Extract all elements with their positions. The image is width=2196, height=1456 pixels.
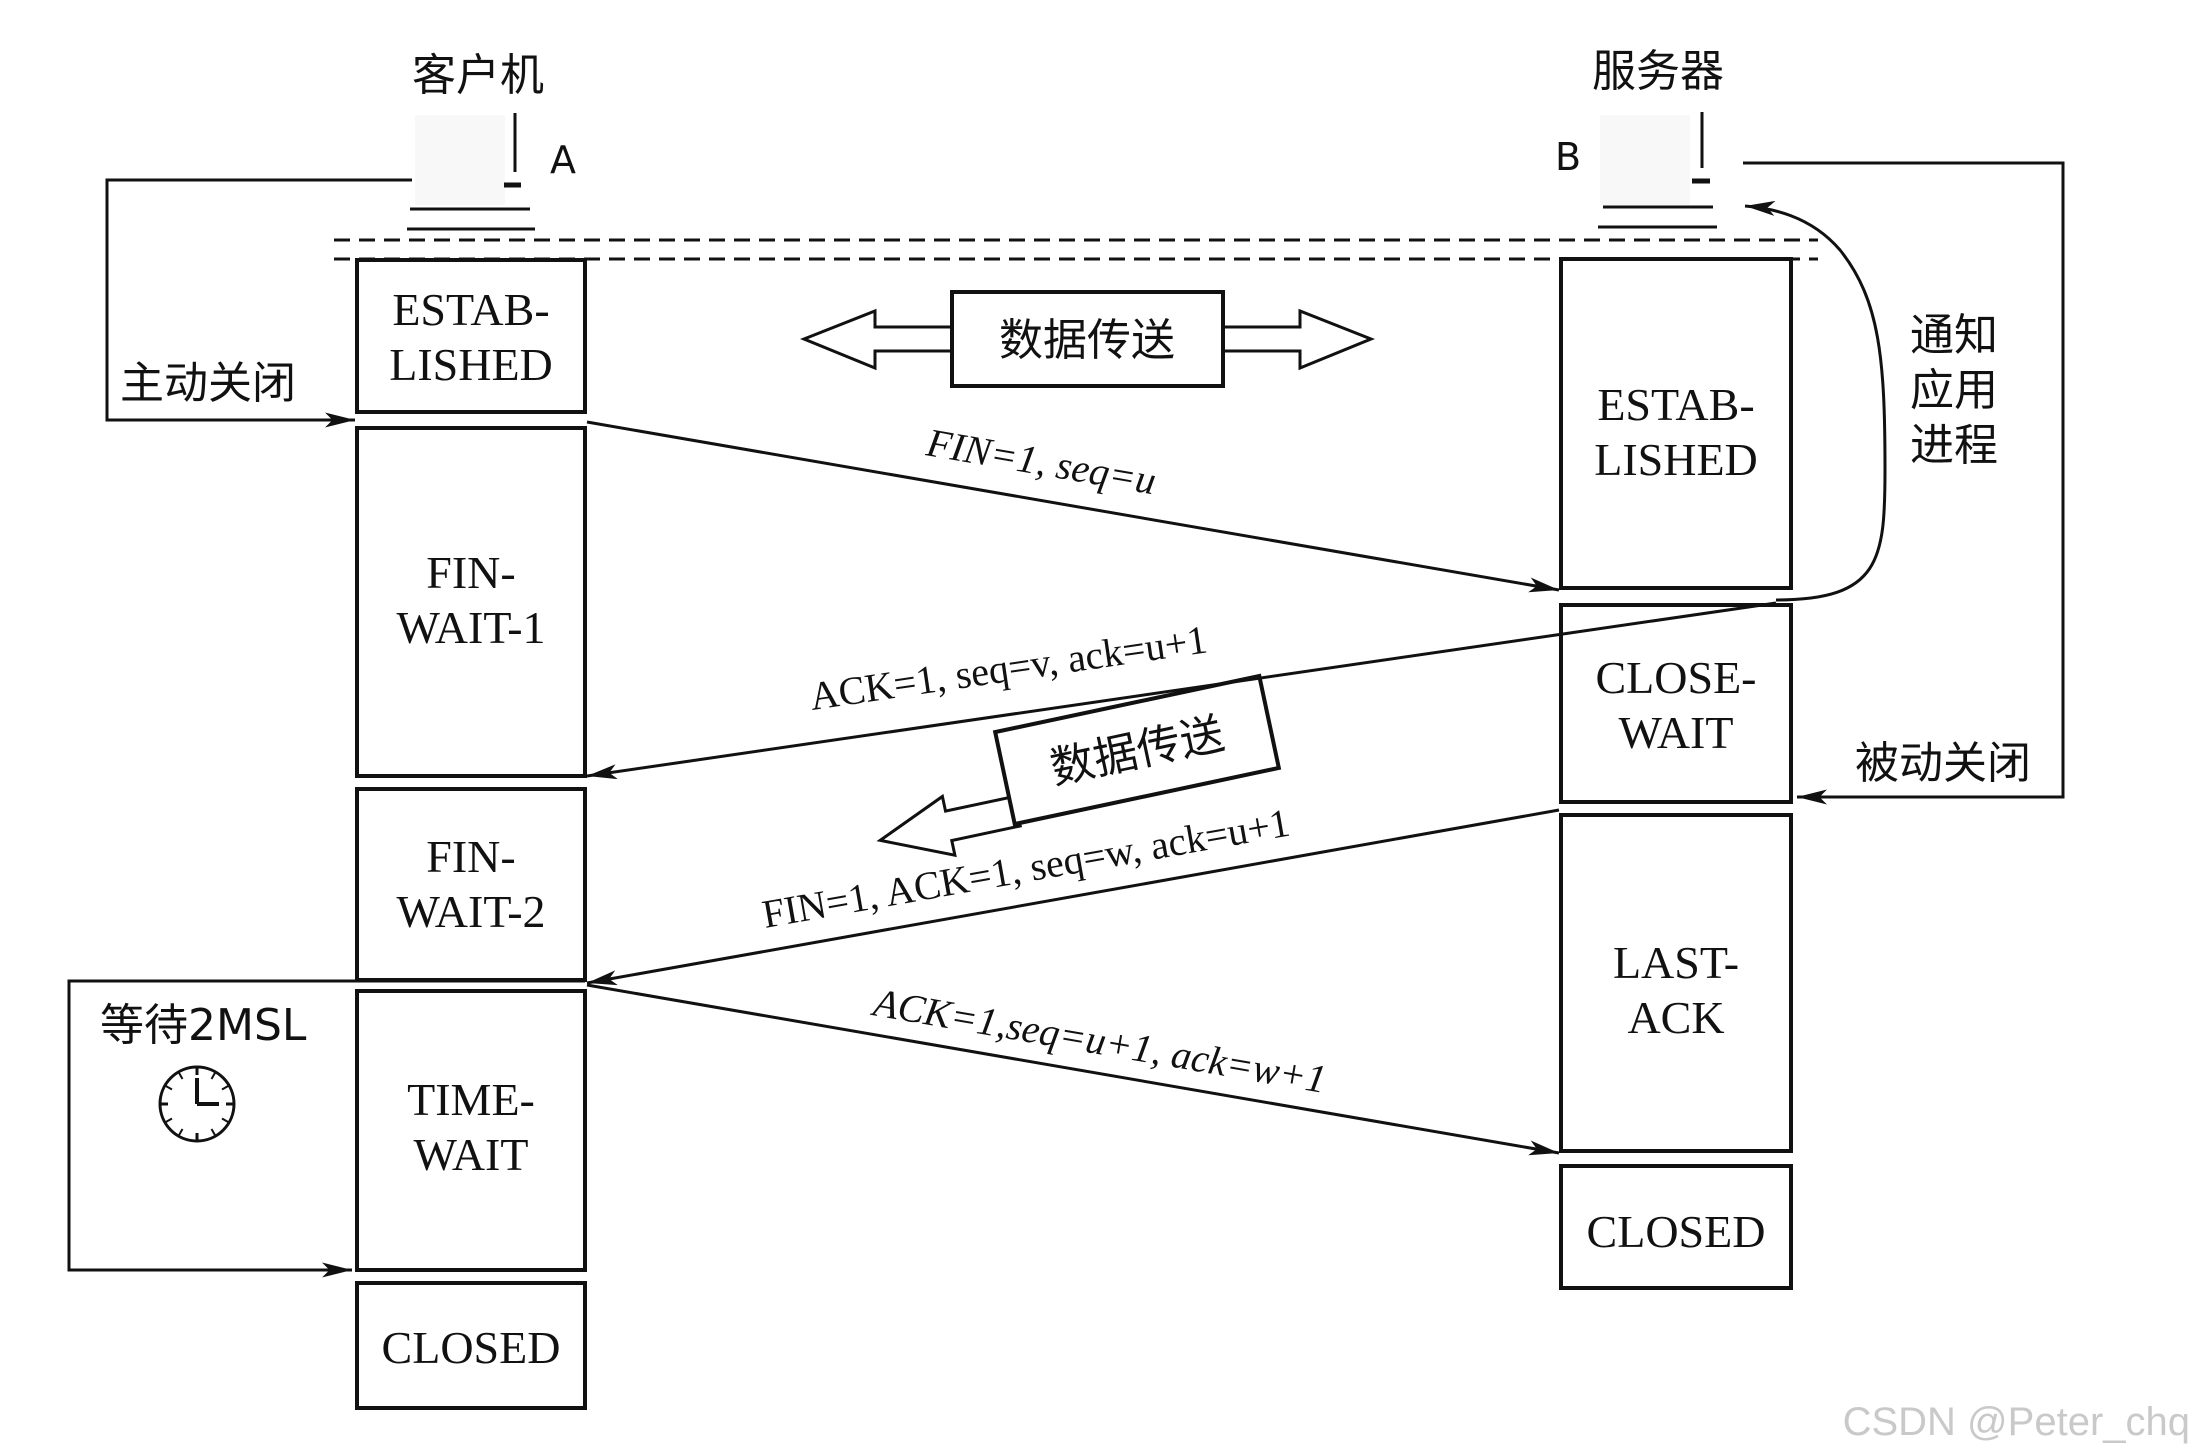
notify-app-label-line1: 通知 [1910,310,1998,361]
data-transfer-one-way: 数据传送 [876,673,1282,858]
data-transfer-label: 数据传送 [999,315,1175,366]
server-state-last-ack: LAST- ACK [1559,813,1793,1153]
passive-close-label: 被动关闭 [1855,738,2031,789]
message-arrow-ack [586,601,1777,780]
client-label: 客户机 [412,50,544,101]
svg-text:FIN-: FIN- [426,831,515,882]
data-transfer-bidirectional: 数据传送 [799,290,1376,388]
wait-2msl-label: 等待2MSL [100,1000,307,1051]
svg-text:WAIT: WAIT [414,1129,529,1180]
svg-text:FIN-: FIN- [426,547,515,598]
message-label-final-ack: ACK=1,seq=u+1, ack=w+1 [868,979,1330,1102]
server-state-established: ESTAB- LISHED [1559,257,1793,590]
client-state-established: ESTAB- LISHED [355,258,587,414]
svg-text:ACK: ACK [1627,992,1724,1043]
client-state-fin-wait-2: FIN- WAIT-2 [355,787,587,982]
server-label: 服务器 [1592,46,1724,97]
svg-text:CLOSED: CLOSED [1587,1206,1766,1257]
client-id: A [550,138,576,182]
svg-text:CLOSED: CLOSED [382,1322,561,1373]
server-computer-icon [1598,112,1717,229]
message-arrow-final-ack [586,983,1560,1156]
svg-text:WAIT: WAIT [1619,707,1734,758]
svg-text:TIME-: TIME- [407,1074,535,1125]
svg-text:ESTAB-: ESTAB- [392,284,549,335]
svg-text:LISHED: LISHED [389,339,553,390]
message-label-fin: FIN=1, seq=u [922,419,1159,503]
server-state-close-wait: CLOSE- WAIT [1559,603,1793,804]
active-close-arrow [105,178,412,428]
client-state-closed: CLOSED [355,1281,587,1410]
svg-text:ESTAB-: ESTAB- [1597,379,1754,430]
svg-text:WAIT-2: WAIT-2 [396,886,545,937]
svg-text:CLOSE-: CLOSE- [1596,652,1757,703]
client-state-time-wait: TIME- WAIT [355,989,587,1272]
message-arrow-fin-ack [586,808,1560,986]
notify-app-arrow [1744,200,1887,602]
notify-app-label-line2: 应用 [1910,365,1998,416]
svg-text:LAST-: LAST- [1613,937,1739,988]
server-id: B [1555,135,1581,179]
svg-text:WAIT-1: WAIT-1 [396,602,545,653]
message-arrow-fin [586,420,1560,593]
client-computer-icon [407,113,535,231]
svg-text:LISHED: LISHED [1594,434,1758,485]
active-close-label: 主动关闭 [120,358,296,409]
server-state-closed: CLOSED [1559,1164,1793,1290]
notify-app-label-line3: 进程 [1910,420,1998,471]
client-state-fin-wait-1: FIN- WAIT-1 [355,426,587,778]
watermark: CSDN @Peter_chq [1843,1400,2190,1444]
time-wait-loop-arrow [67,979,585,1278]
clock-icon [158,1065,236,1143]
passive-close-arrow [1743,161,2065,805]
